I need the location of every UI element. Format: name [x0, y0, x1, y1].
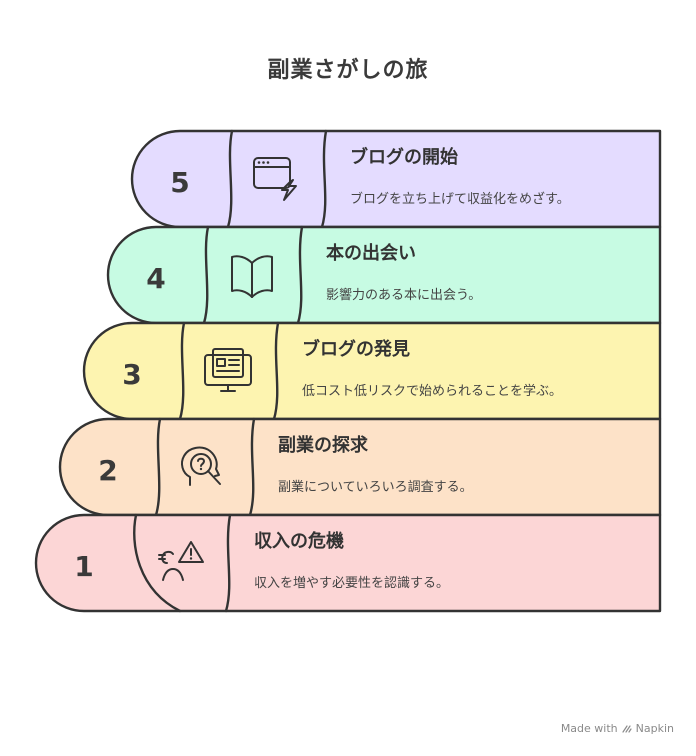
head-question-search-icon [181, 446, 221, 486]
step-1-band [36, 515, 660, 611]
step-1-divider-left [133, 513, 182, 613]
step-5-band [132, 131, 660, 227]
step-5-outline [130, 129, 662, 229]
step-4-description: 影響力のある本に出会う。 [326, 287, 481, 303]
step-3: 3 ブログの発見 低コスト低リスクで始められることを学ぶ。 [82, 321, 662, 421]
step-2-outline [58, 417, 662, 517]
browser-lightning-icon [253, 157, 297, 201]
step-2-number: 2 [98, 454, 117, 487]
napkin-watermark: Made with Napkin [561, 722, 674, 735]
step-3-band [84, 323, 660, 419]
step-1-title: 収入の危機 [254, 530, 344, 552]
step-4-number: 4 [146, 262, 165, 295]
step-1-number: 1 [74, 550, 93, 583]
step-3-description: 低コスト低リスクで始められることを学ぶ。 [302, 383, 562, 399]
watermark-prefix: Made with [560, 722, 618, 735]
step-1-description: 収入を増やす必要性を認識する。 [254, 575, 449, 591]
open-book-icon [231, 255, 273, 298]
diagram-title: 副業さがしの旅 [267, 58, 429, 83]
step-4-band [108, 227, 660, 323]
step-3-title: ブログの発見 [302, 338, 410, 360]
napkin-logo-icon [622, 724, 632, 733]
step-5-number: 5 [170, 166, 189, 199]
step-2-title: 副業の探求 [278, 434, 369, 456]
step-5-divider-left [226, 129, 234, 229]
step-1-outline [34, 513, 662, 613]
step-2-divider-left [154, 417, 162, 517]
step-4-outline [106, 225, 662, 325]
step-3-outline [82, 321, 662, 421]
step-1-divider-right [224, 513, 232, 613]
step-1: 1 収入の危機 収入を増やす必要性を認識する。 [34, 513, 662, 613]
step-4: 4 本の出会い 影響力のある本に出会う。 [106, 225, 662, 325]
step-4-divider-right [296, 225, 304, 325]
step-3-divider-right [272, 321, 280, 421]
step-4-title: 本の出会い [326, 242, 416, 264]
step-5: 5 ブログの開始 ブログを立ち上げて収益化をめざす。 [130, 129, 662, 229]
step-2-band [60, 419, 660, 515]
person-euro-warning-icon [158, 541, 204, 581]
step-2-divider-right [248, 417, 256, 517]
step-5-divider-right [320, 129, 328, 229]
step-4-divider-left [202, 225, 210, 325]
watermark-brand: Napkin [635, 722, 674, 735]
step-2: 2 副業の探求 副業についていろいろ調査する。 [58, 417, 662, 517]
step-3-divider-left [178, 321, 186, 421]
step-5-description: ブログを立ち上げて収益化をめざす。 [350, 191, 570, 207]
monitor-article-icon [204, 348, 252, 392]
step-2-description: 副業についていろいろ調査する。 [278, 479, 473, 495]
step-3-number: 3 [122, 358, 141, 391]
step-5-title: ブログの開始 [350, 146, 458, 168]
